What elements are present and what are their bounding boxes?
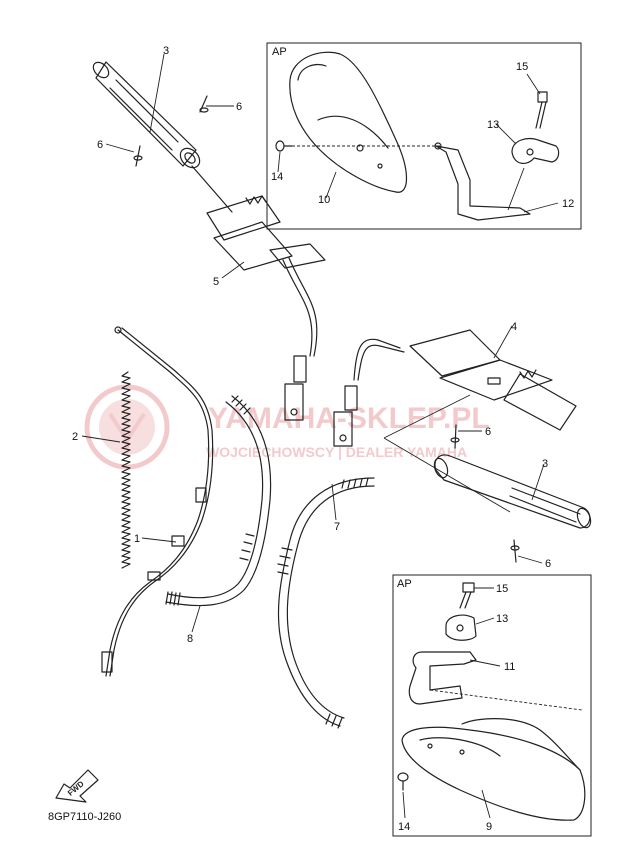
screw-top[interactable] <box>275 140 293 152</box>
callout-heater-left: 5 <box>213 276 219 288</box>
callout-ap-bot-bolt: 15 <box>496 583 508 595</box>
left-grip-heater[interactable] <box>206 195 326 421</box>
plug-right-b[interactable] <box>510 539 520 563</box>
callout-ap-bot-clamp: 13 <box>496 613 508 625</box>
callout-ap-top-bolt: 15 <box>516 61 528 73</box>
ap-box-bottom <box>392 574 592 837</box>
bracket-top[interactable] <box>434 142 531 221</box>
callout-ap-top-guard: 10 <box>318 194 330 206</box>
callout-grip-right: 3 <box>542 458 548 470</box>
ap-box-top-label: AP <box>272 46 287 58</box>
left-grip[interactable] <box>90 59 233 213</box>
bracket-bottom[interactable] <box>408 651 583 711</box>
callout-hose-7: 7 <box>334 521 340 533</box>
watermark: YAMAHA-SKLEP.PL WOJCIECHOWSCY | DEALER Y… <box>84 384 490 470</box>
right-grip[interactable] <box>432 454 593 530</box>
callout-plug-left-a: 6 <box>236 101 242 113</box>
callout-plug-right-b: 6 <box>545 558 551 570</box>
callout-ap-top-bracket: 12 <box>562 198 574 210</box>
plug-right-a[interactable] <box>450 424 460 449</box>
callout-plug-right-a: 6 <box>485 426 491 438</box>
ap-box-top <box>266 42 582 230</box>
throttle-cable[interactable] <box>101 326 214 677</box>
bolt-bottom[interactable] <box>459 582 475 609</box>
hose-8[interactable] <box>165 395 272 607</box>
drawing-code: 8GP7110-J260 <box>48 811 121 823</box>
callout-grip-left: 3 <box>163 45 169 57</box>
watermark-brand: YAMAHA-SKLEP.PL <box>208 402 490 435</box>
leader-lines <box>81 53 559 819</box>
fwd-arrow-icon: FWD <box>55 769 99 803</box>
hand-guard-top[interactable] <box>289 51 407 193</box>
hand-guard-bottom[interactable] <box>401 718 586 821</box>
hose-7[interactable] <box>277 477 375 729</box>
spring[interactable] <box>121 371 131 569</box>
callout-spring: 2 <box>72 431 78 443</box>
clamp-top[interactable] <box>507 137 560 211</box>
right-grip-heater[interactable] <box>333 329 553 447</box>
callout-ap-bot-screw: 14 <box>398 821 410 833</box>
clamp-bottom[interactable] <box>445 614 477 641</box>
callout-ap-top-screw: 14 <box>271 171 283 183</box>
ap-box-bottom-label: AP <box>397 578 412 590</box>
callout-ap-bot-bracket: 11 <box>504 661 515 673</box>
callout-ap-bot-guard: 9 <box>486 821 492 833</box>
callout-throttle-cable: 1 <box>134 533 140 545</box>
callout-ap-top-clamp: 13 <box>487 119 499 131</box>
callout-heater-right: 4 <box>511 321 517 333</box>
bolt-top[interactable] <box>535 91 548 129</box>
callout-plug-left-b: 6 <box>97 139 103 151</box>
plug-left-b[interactable] <box>133 145 143 167</box>
callout-hose-8: 8 <box>187 633 193 645</box>
plug-left-a[interactable] <box>199 95 209 113</box>
screw-bottom[interactable] <box>397 772 409 791</box>
